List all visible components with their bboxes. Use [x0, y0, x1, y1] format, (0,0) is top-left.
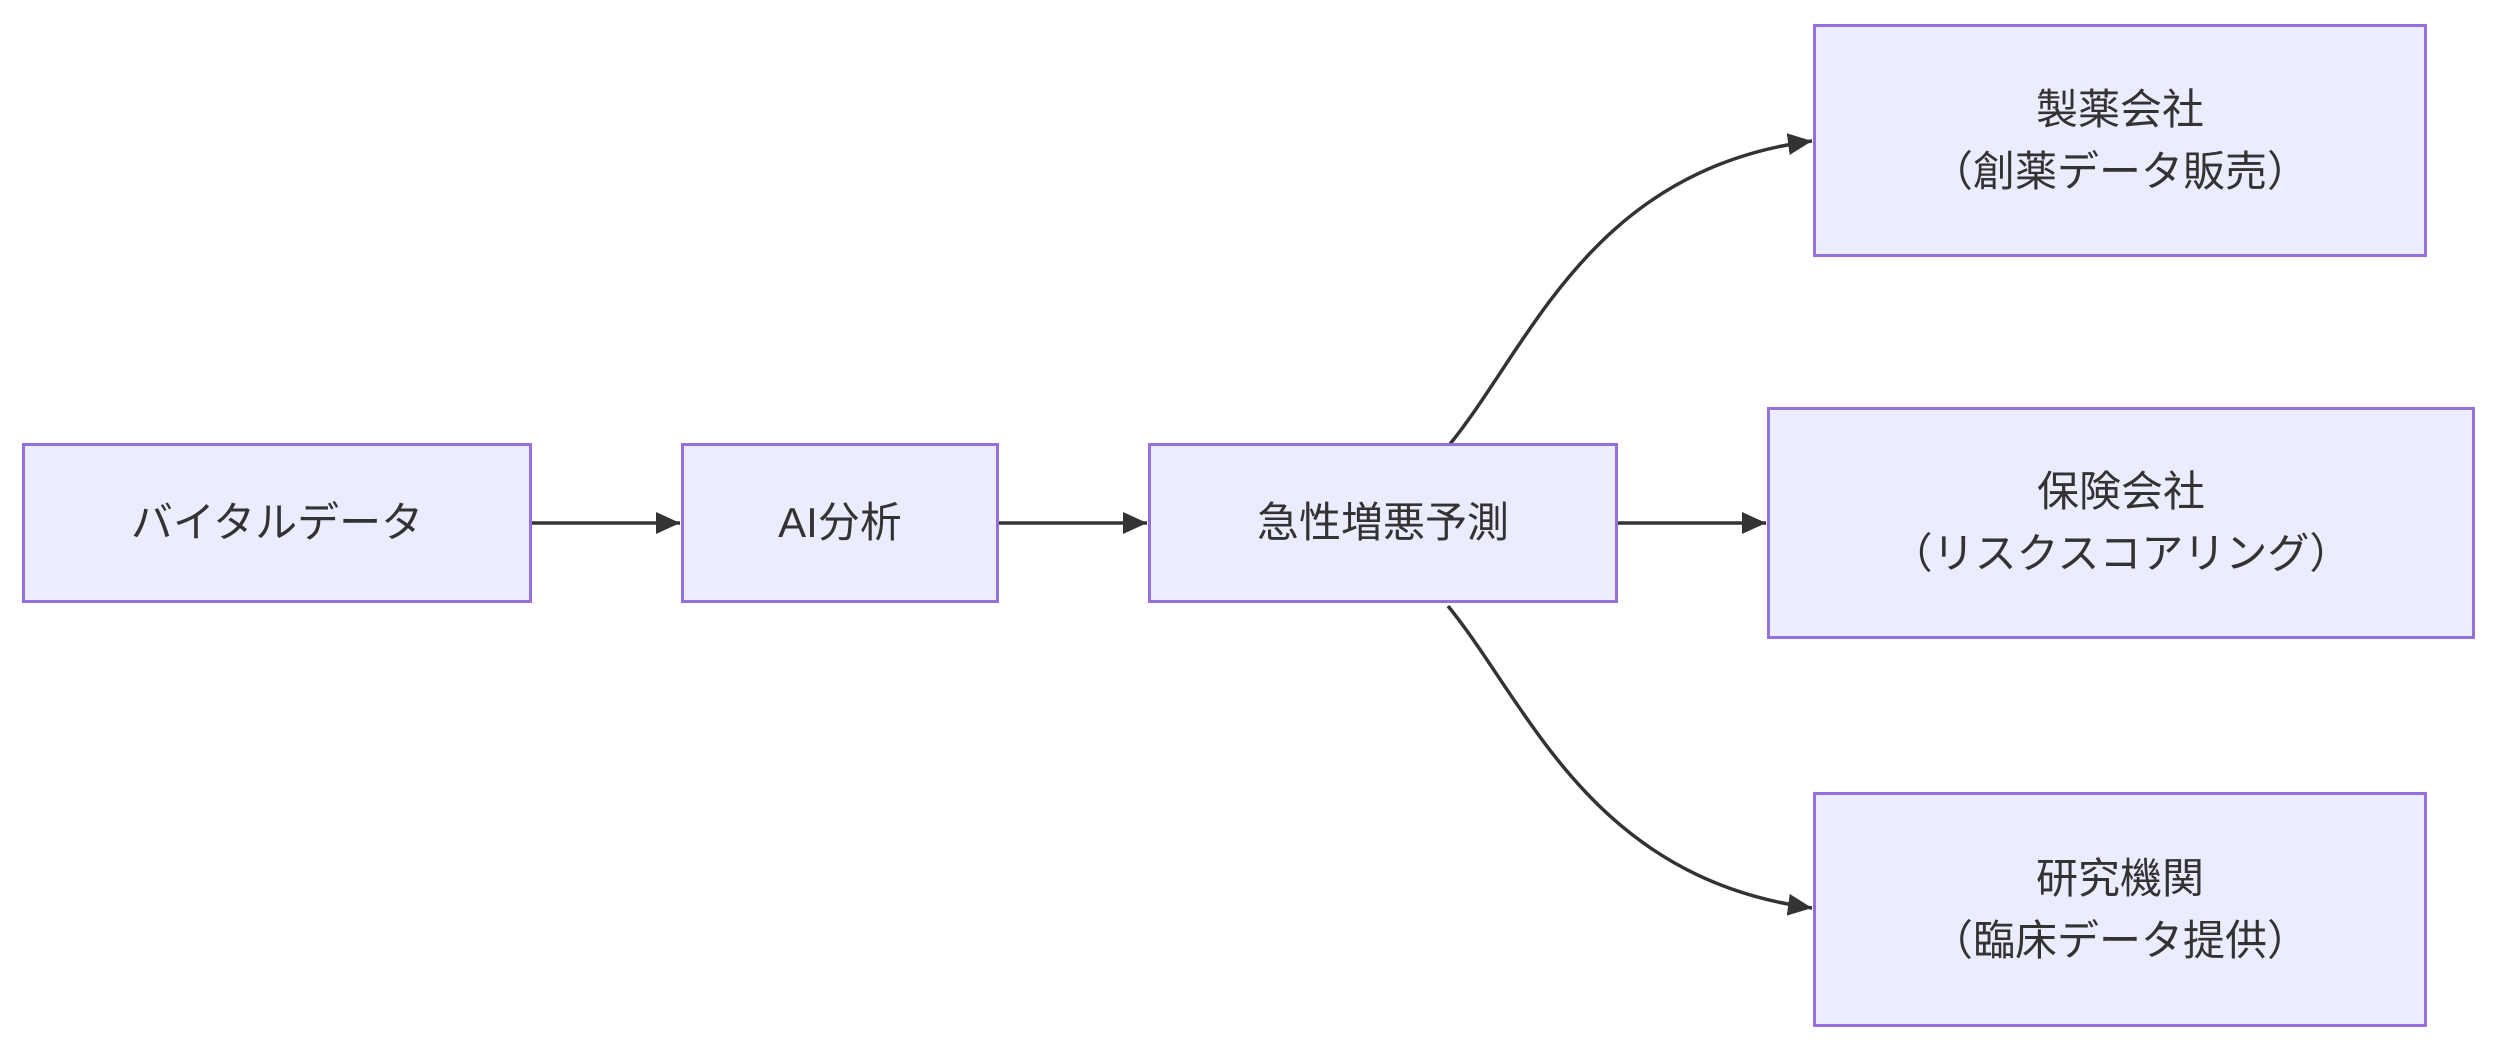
node-research-institute-sublabel: （臨床データ提供）	[1930, 916, 2309, 964]
node-research-institute: 研究機関 （臨床データ提供）	[1813, 792, 2427, 1027]
node-insurance-company: 保険会社 （リスクスコアリング）	[1767, 407, 2475, 639]
node-pharma-company-label: 製薬会社	[2035, 85, 2204, 133]
node-research-institute-label: 研究機関	[2035, 854, 2204, 902]
node-vital-data: バイタルデータ	[22, 443, 532, 603]
node-insurance-company-sublabel: （リスクスコアリング）	[1890, 530, 2352, 577]
node-exacerbation-prediction: 急性増悪予測	[1148, 443, 1618, 603]
node-pharma-company-sublabel: （創薬データ販売）	[1930, 147, 2309, 195]
node-insurance-company-label: 保険会社	[2036, 468, 2205, 515]
node-pharma-company: 製薬会社 （創薬データ販売）	[1813, 24, 2427, 257]
node-vital-data-label: バイタルデータ	[130, 499, 424, 546]
node-ai-analysis-label: AI分析	[778, 499, 902, 546]
node-exacerbation-prediction-label: 急性増悪予測	[1256, 499, 1509, 546]
edge-prediction-to-pharma	[1448, 133, 1813, 446]
node-ai-analysis: AI分析	[681, 443, 999, 603]
edge-prediction-to-research	[1446, 604, 1813, 916]
